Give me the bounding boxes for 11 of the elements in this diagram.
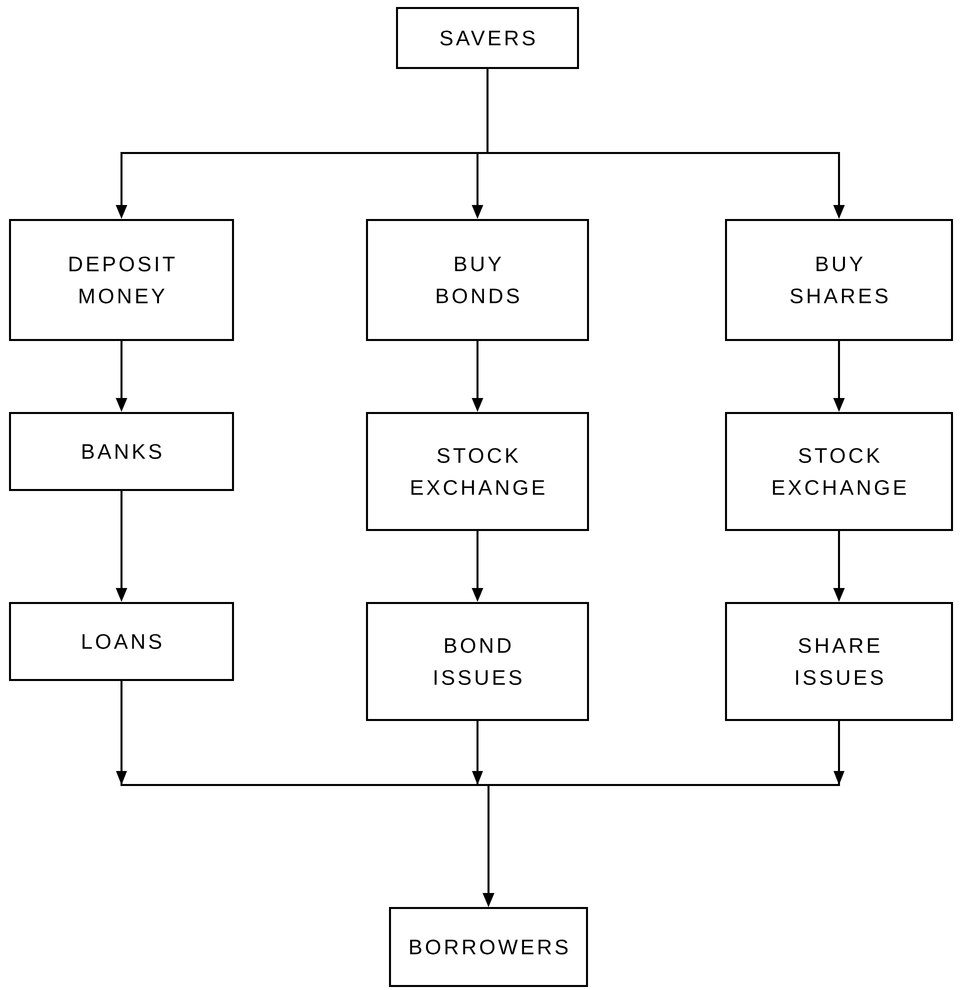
process-box: STOCK EXCHANGE bbox=[366, 412, 589, 531]
process-box: BUY SHARES bbox=[725, 219, 953, 341]
process-box: BUY BONDS bbox=[366, 219, 589, 341]
process-box: LOANS bbox=[9, 602, 234, 681]
process-box: DEPOSIT MONEY bbox=[9, 219, 234, 341]
process-box: SHARE ISSUES bbox=[725, 602, 953, 721]
process-box: SAVERS bbox=[396, 7, 579, 69]
process-box: BOND ISSUES bbox=[366, 602, 589, 721]
process-box: BORROWERS bbox=[389, 907, 588, 987]
process-box: BANKS bbox=[9, 412, 234, 491]
process-box: STOCK EXCHANGE bbox=[725, 412, 953, 531]
